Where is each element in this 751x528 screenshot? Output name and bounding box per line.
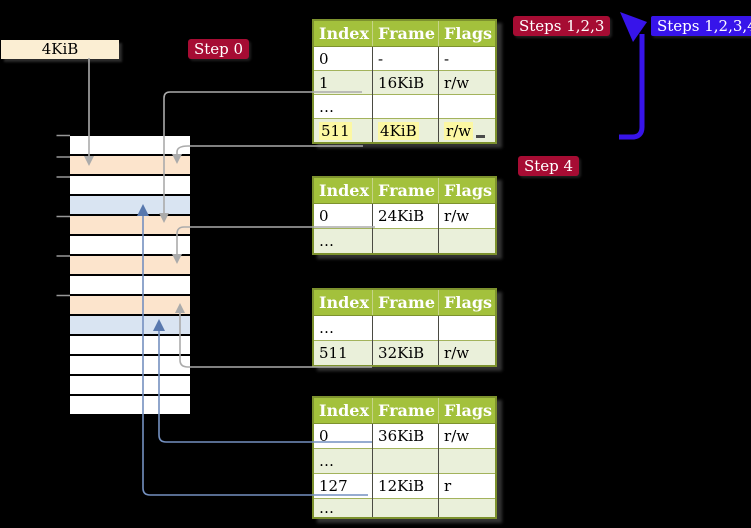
table-cell: … — [313, 448, 373, 474]
memory-column — [70, 136, 190, 414]
highlighted-value: 4KiB — [378, 121, 419, 140]
memory-frame-row — [70, 314, 190, 334]
table-cell: … — [313, 498, 373, 518]
memory-frame-row — [70, 334, 190, 354]
column-header: Flags — [438, 289, 497, 316]
memory-frame-row — [70, 214, 190, 234]
column-header: Frame — [372, 289, 439, 316]
table-cell: 4KiB — [372, 118, 439, 143]
memory-frame-row — [70, 194, 190, 214]
memory-frame-row — [70, 374, 190, 394]
table-row: … — [313, 315, 497, 341]
table-cell: r/w — [438, 203, 497, 229]
table-cell: … — [313, 315, 373, 341]
table-cell: 511 — [313, 340, 373, 366]
table-cell — [372, 448, 439, 474]
column-header: Index — [313, 177, 373, 204]
table-cell — [438, 448, 497, 474]
table-cell — [438, 228, 497, 254]
table-cell — [438, 498, 497, 518]
column-header: Frame — [372, 20, 439, 47]
badge-step-4: Step 4 — [518, 156, 580, 176]
frame-size-label: 4KiB — [1, 40, 119, 59]
table-cell: - — [372, 46, 439, 71]
table-row: 511 4KiB r/w — [313, 118, 497, 143]
table-cell: r/w — [438, 118, 497, 143]
memory-frame-row — [70, 154, 190, 174]
column-header: Flags — [438, 20, 497, 47]
table-cell: 24KiB — [372, 203, 439, 229]
table-cell: r/w — [438, 70, 497, 95]
table-cell: 511 — [313, 118, 373, 143]
column-header: Flags — [438, 397, 497, 424]
table-cell: 36KiB — [372, 423, 439, 449]
table-cell: 0 — [313, 46, 373, 71]
table-cell: 32KiB — [372, 340, 439, 366]
table-cell: … — [313, 228, 373, 254]
column-header: Frame — [372, 397, 439, 424]
memory-frame-row — [70, 234, 190, 254]
memory-frame-row — [70, 354, 190, 374]
table-row: … — [313, 228, 497, 254]
table-cell: 0 — [313, 203, 373, 229]
highlighted-value: r/w — [444, 121, 474, 140]
memory-frame-row — [70, 254, 190, 274]
table-cell: r — [438, 473, 497, 499]
memory-frame-row — [70, 174, 190, 194]
badge-step-0: Step 0 — [188, 39, 250, 59]
table-cell — [372, 498, 439, 518]
table-cell: r/w — [438, 423, 497, 449]
table-cell — [438, 315, 497, 341]
table-cell: r/w — [438, 340, 497, 366]
memory-frame-row — [70, 394, 190, 414]
table-row: … — [313, 448, 497, 474]
recursive-steps-arrow-icon — [619, 12, 647, 140]
table-cell: … — [313, 94, 373, 119]
table-row: … — [313, 94, 497, 119]
table-cell — [438, 94, 497, 119]
badge-steps-1-2-3: Steps 1,2,3 — [513, 16, 611, 36]
table-row: 0-- — [313, 46, 497, 71]
table-cell: 0 — [313, 423, 373, 449]
table-cell: 127 — [313, 473, 373, 499]
column-header: Index — [313, 20, 373, 47]
memory-frame-row — [70, 274, 190, 294]
highlighted-value: 511 — [319, 121, 352, 140]
memory-frame-row — [70, 294, 190, 314]
column-header: Index — [313, 289, 373, 316]
badge-steps-1-2-3-4: Steps 1,2,3,4 — [651, 16, 751, 36]
table-row: … — [313, 498, 497, 518]
column-header: Index — [313, 397, 373, 424]
column-header: Flags — [438, 177, 497, 204]
arrow-entry511-to-4kib — [176, 145, 363, 154]
table-cell: - — [438, 46, 497, 71]
table-cell — [372, 94, 439, 119]
table-cell: 16KiB — [372, 70, 439, 95]
table-cell — [372, 315, 439, 341]
column-header: Frame — [372, 177, 439, 204]
table-cell: 12KiB — [372, 473, 439, 499]
table-cell — [372, 228, 439, 254]
memory-frame-row — [70, 136, 190, 154]
table-cell: 1 — [313, 70, 373, 95]
memory-tick-marks — [56, 134, 70, 297]
